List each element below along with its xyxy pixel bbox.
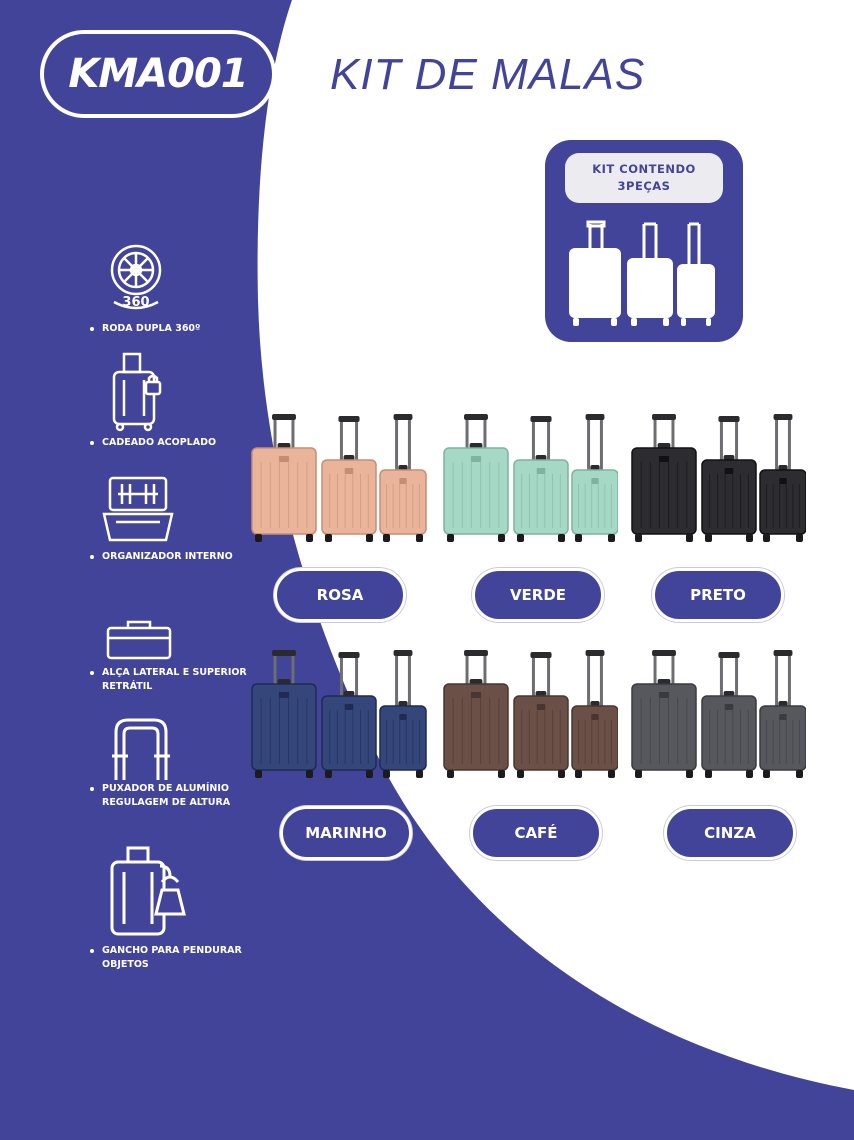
- suitcase-small: [759, 650, 806, 778]
- color-option-rosa[interactable]: ROSA: [274, 568, 406, 622]
- feature-label-line-2: RETRÁTIL: [102, 681, 153, 692]
- suitcase-lock-icon: [112, 352, 162, 432]
- feature-organizer: ORGANIZADOR INTERNO: [88, 474, 233, 562]
- suitcase-large: [631, 414, 697, 542]
- feature-label-line-1: GANCHO PARA PENDURAR: [102, 945, 242, 956]
- suitcase-large: [251, 414, 317, 542]
- suitcase-medium: [321, 416, 377, 542]
- wheel-360-badge: 360: [122, 295, 149, 310]
- suitcase-large: [443, 650, 509, 778]
- suitcase-small: [379, 650, 427, 778]
- three-suitcases-icon: [569, 220, 715, 326]
- color-option-verde[interactable]: VERDE: [472, 568, 604, 622]
- suitcase-medium: [701, 652, 757, 778]
- luggage-set-verde: [443, 414, 618, 542]
- suitcase-small: [571, 650, 618, 778]
- suitcase-hook-bag-icon: [110, 846, 186, 936]
- feature-label-line-2: OBJETOS: [102, 959, 149, 970]
- feature-side-handle: ALÇA LATERAL E SUPERIOR RETRÁTIL: [88, 618, 247, 692]
- feature-lock: CADEADO ACOPLADO: [88, 352, 216, 448]
- feature-double-wheel: 360 RODA DUPLA 360º: [88, 242, 200, 334]
- suitcase-large: [631, 650, 697, 778]
- telescopic-handle-icon: [112, 718, 170, 780]
- feature-label-line-1: ALÇA LATERAL E SUPERIOR: [102, 667, 247, 678]
- kit-line-2: 3PEÇAS: [617, 179, 671, 193]
- open-suitcase-icon: [102, 476, 174, 542]
- luggage-set-marinho: [251, 650, 427, 778]
- feature-label: GANCHO PARA PENDURAR OBJETOS: [88, 944, 248, 972]
- kit-line-1: KIT CONTENDO: [592, 162, 696, 176]
- feature-hook: GANCHO PARA PENDURAR OBJETOS: [88, 842, 242, 970]
- feature-label-line-2: REGULAGEM DE ALTURA: [102, 797, 231, 808]
- suitcase-small: [379, 414, 427, 542]
- suitcase-small: [571, 414, 618, 542]
- luggage-set-preto: [631, 414, 806, 542]
- color-option-preto[interactable]: PRETO: [652, 568, 784, 622]
- feature-label: ALÇA LATERAL E SUPERIOR RETRÁTIL: [88, 666, 248, 694]
- feature-label: CADEADO ACOPLADO: [88, 436, 248, 450]
- kit-contents-label: KIT CONTENDO 3PEÇAS: [565, 153, 723, 203]
- luggage-set-cinza: [631, 650, 806, 778]
- kit-contents-box: KIT CONTENDO 3PEÇAS: [545, 140, 743, 342]
- suitcase-medium: [321, 652, 377, 778]
- side-handle-icon: [106, 620, 172, 660]
- suitcase-large: [443, 414, 509, 542]
- suitcase-large: [251, 650, 317, 778]
- feature-label-line-1: PUXADOR DE ALUMÍNIO: [102, 783, 229, 794]
- wheel-360-icon: 360: [110, 244, 162, 310]
- product-code: KMA001: [68, 51, 248, 97]
- color-option-marinho[interactable]: MARINHO: [280, 806, 412, 860]
- feature-label: PUXADOR DE ALUMÍNIO REGULAGEM DE ALTURA: [88, 782, 248, 810]
- feature-telescopic-handle: PUXADOR DE ALUMÍNIO REGULAGEM DE ALTURA: [88, 716, 230, 808]
- luggage-set-cafe: [443, 650, 618, 778]
- feature-label: ORGANIZADOR INTERNO: [88, 550, 248, 564]
- luggage-set-rosa: [251, 414, 427, 542]
- suitcase-medium: [513, 416, 569, 542]
- page-title: KIT DE MALAS: [330, 50, 646, 99]
- suitcase-medium: [513, 652, 569, 778]
- suitcase-small: [759, 414, 806, 542]
- color-option-cinza[interactable]: CINZA: [664, 806, 796, 860]
- color-option-cafe[interactable]: CAFÉ: [470, 806, 602, 860]
- feature-label: RODA DUPLA 360º: [88, 322, 248, 336]
- suitcase-medium: [701, 416, 757, 542]
- product-code-badge: KMA001: [40, 30, 276, 118]
